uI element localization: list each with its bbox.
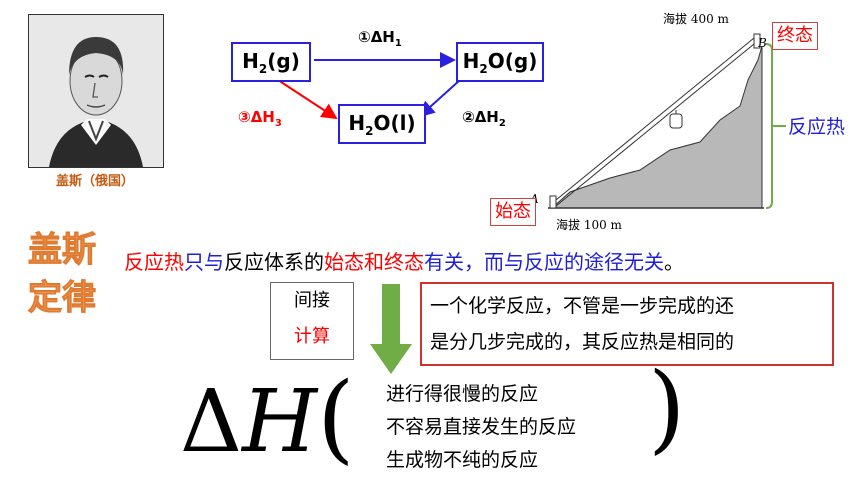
law-statement: 反应热只与反应体系的始态和终态有关，而与反应的途径无关。 — [124, 250, 684, 274]
portrait-caption: 盖斯（俄国） — [55, 174, 134, 189]
portrait-image — [29, 15, 163, 167]
species-water-liquid: H2O(l) — [338, 104, 426, 144]
law-title-line2: 定律 — [28, 278, 97, 319]
law-title-line1: 盖斯 — [28, 230, 97, 271]
down-arrow — [370, 284, 412, 374]
heat-label: 反应热 — [788, 116, 846, 138]
heat-bracket — [765, 43, 773, 209]
label-step3: ③ΔH3 — [238, 108, 282, 129]
label-step1: ①ΔH1 — [358, 28, 402, 49]
altitude-bottom: 海拔 100 m — [556, 218, 622, 232]
law-title: 盖斯 定律 — [28, 226, 120, 322]
use-case-list: 进行得很慢的反应 不容易直接发生的反应 生成物不纯的反应 — [386, 378, 576, 477]
formula-right-paren: ) — [648, 352, 686, 464]
altitude-top: 海拔 400 m — [663, 12, 729, 26]
hess-portrait — [28, 14, 164, 168]
use-case-item: 生成物不纯的反应 — [386, 449, 539, 471]
point-b: B — [758, 36, 767, 50]
initial-state-label: 始态 — [490, 198, 536, 226]
use-case-item: 不容易直接发生的反应 — [386, 416, 577, 438]
tag-calc: 计算 — [294, 326, 330, 347]
note-line1: 一个化学反应，不管是一步完成的还 — [430, 295, 735, 317]
final-state-label: 终态 — [772, 22, 818, 50]
mountain-illustration — [548, 33, 786, 209]
note-line2: 是分几步完成的，其反应热是相同的 — [430, 331, 735, 353]
species-water-gas: H2O(g) — [456, 42, 544, 82]
species-h2-gas: H2(g) — [231, 42, 311, 82]
delta-h-formula: ΔH( — [180, 362, 355, 474]
law-note: 一个化学反应，不管是一步完成的还 是分几步完成的，其反应热是相同的 — [420, 282, 834, 366]
arrow-step2 — [418, 79, 461, 118]
use-case-item: 进行得很慢的反应 — [386, 383, 539, 405]
arrow-step3 — [277, 79, 338, 120]
tag-indirect: 间接 — [294, 290, 330, 311]
indirect-calc-tag: 间接 计算 — [270, 282, 354, 360]
label-step2: ②ΔH2 — [462, 108, 506, 129]
